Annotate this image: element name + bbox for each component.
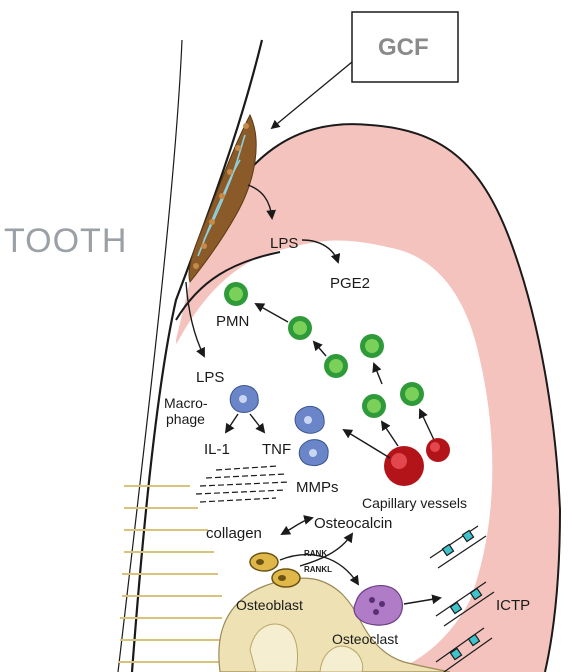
tooth-label: TOOTH (4, 222, 127, 260)
macrophage-cell-icon (299, 440, 328, 466)
periodontal-ligament (118, 486, 222, 662)
pmn-cell-icon (362, 394, 386, 418)
macrophage-cell-icon (295, 406, 324, 433)
osteoblast-label: Osteoblast (236, 597, 303, 613)
ictp-label: ICTP (496, 597, 530, 614)
collagen-label: collagen (206, 525, 262, 542)
capillary-vessel-icon (384, 446, 424, 486)
pmn-cell-icon (288, 316, 312, 340)
macrophage-label-line1: Macro- (164, 395, 208, 411)
osteoclast-label: Osteoclast (332, 631, 398, 647)
pge2-label: PGE2 (330, 275, 370, 292)
osteocalcin-label: Osteocalcin (314, 515, 392, 532)
pmn-label: PMN (216, 313, 249, 330)
gcf-label: GCF (378, 34, 429, 61)
gcf-pointer-arrow (272, 62, 352, 128)
capillary-label: Capillary vessels (362, 495, 467, 511)
macrophage-cell-icon (230, 386, 258, 413)
osteoblast-cell-icon (250, 553, 300, 587)
mmps-label: MMPs (296, 479, 339, 496)
macrophage-label-line2: phage (166, 411, 205, 427)
rankl-label: RANKL (304, 565, 332, 574)
tooth-surface-line (118, 40, 182, 672)
pmn-cell-icon (324, 354, 348, 378)
pmn-cell-icon (224, 282, 248, 306)
pmn-cell-icon (360, 334, 384, 358)
tnf-label: TNF (262, 441, 291, 458)
lps-top-label: LPS (270, 235, 298, 252)
capillary-vessel-icon (426, 438, 450, 462)
lps-left-label: LPS (196, 369, 224, 386)
pmn-cell-icon (400, 382, 424, 406)
il1-label: IL-1 (204, 441, 230, 458)
